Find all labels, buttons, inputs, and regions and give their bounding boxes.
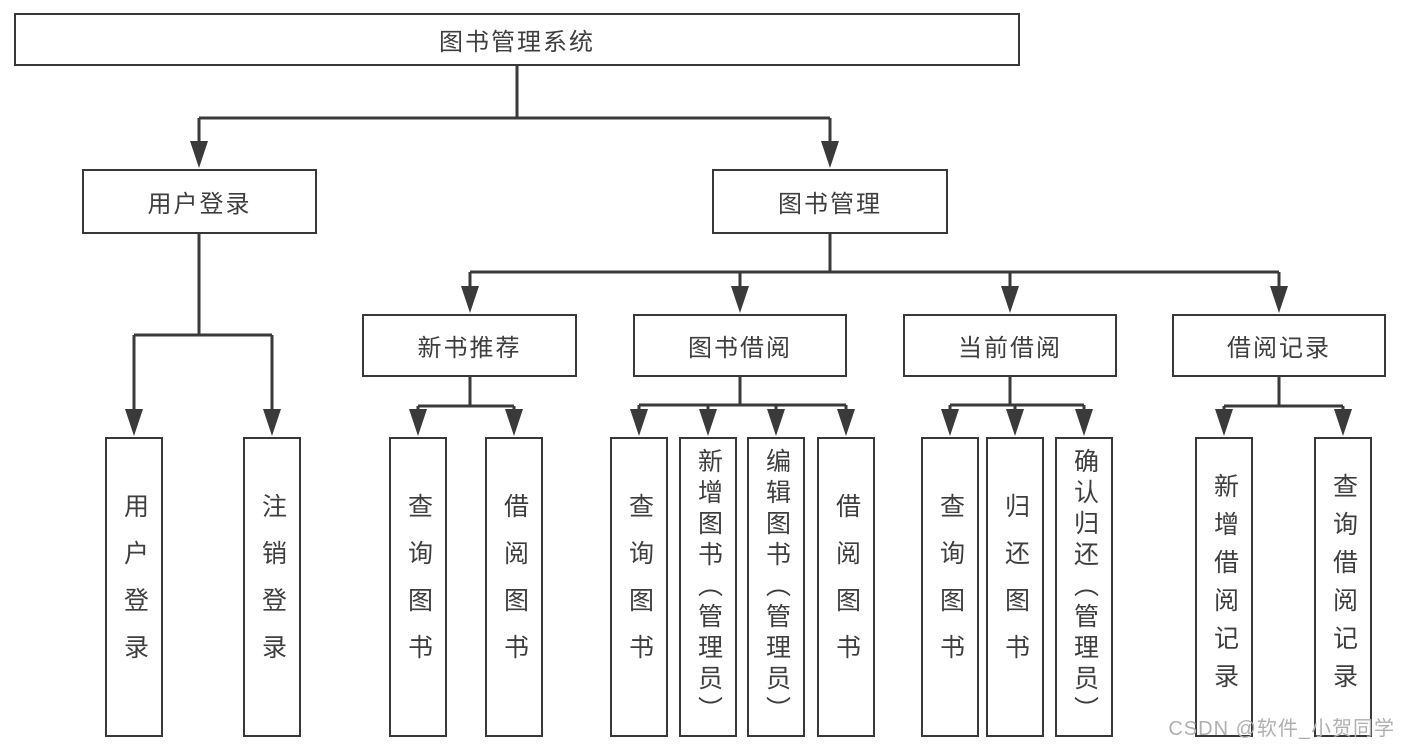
- leaf-return-book: 归还图书: [986, 437, 1044, 737]
- leaf-label: 注销登录: [258, 493, 287, 681]
- leaf-label: 借阅图书: [500, 493, 529, 681]
- leaf-label: 查询借阅记录: [1329, 473, 1358, 701]
- node-label: 图书管理系统: [439, 29, 595, 56]
- leaf-label: 查询图书: [625, 493, 654, 681]
- leaf-label: 新增图书（管理员）: [694, 447, 723, 727]
- leaf-query-book-newrec: 查询图书: [389, 437, 447, 737]
- leaf-add-borrow-record: 新增借阅记录: [1195, 437, 1253, 737]
- leaf-user-login: 用户登录: [105, 437, 163, 737]
- node-label: 借阅记录: [1227, 335, 1331, 362]
- leaf-logout-login: 注销登录: [243, 437, 301, 737]
- leaf-borrow-book-newrec: 借阅图书: [485, 437, 543, 737]
- leaf-label: 新增借阅记录: [1210, 473, 1239, 701]
- node-current-borrow: 当前借阅: [903, 314, 1117, 377]
- leaf-label: 编辑图书（管理员）: [762, 447, 791, 727]
- leaf-add-book-admin: 新增图书（管理员）: [679, 437, 737, 737]
- leaf-label: 查询图书: [936, 493, 965, 681]
- node-book-borrow: 图书借阅: [633, 314, 847, 377]
- node-label: 图书借阅: [688, 335, 792, 362]
- node-label: 新书推荐: [417, 335, 522, 362]
- leaf-query-borrow-record: 查询借阅记录: [1314, 437, 1372, 737]
- node-book-management: 图书管理: [712, 169, 948, 234]
- node-borrow-record: 借阅记录: [1172, 314, 1386, 377]
- leaf-label: 用户登录: [120, 493, 149, 681]
- node-library-management-system: 图书管理系统: [14, 13, 1020, 66]
- leaf-label: 借阅图书: [832, 493, 861, 681]
- leaf-label: 查询图书: [404, 493, 433, 681]
- leaf-confirm-return-admin: 确认归还（管理员）: [1055, 437, 1113, 737]
- leaf-query-book-borrow: 查询图书: [610, 437, 668, 737]
- leaf-label: 归还图书: [1001, 493, 1030, 681]
- arrowheads: [125, 141, 1352, 436]
- leaf-edit-book-admin: 编辑图书（管理员）: [747, 437, 805, 737]
- leaf-borrow-book-borrow: 借阅图书: [817, 437, 875, 737]
- node-user-login: 用户登录: [82, 169, 317, 234]
- leaf-label: 确认归还（管理员）: [1070, 447, 1099, 727]
- leaf-query-book-current: 查询图书: [921, 437, 979, 737]
- node-label: 图书管理: [778, 191, 882, 218]
- node-label: 当前借阅: [958, 335, 1062, 362]
- node-label: 用户登录: [147, 191, 252, 218]
- csdn-watermark: CSDN @软件_小贺同学: [1168, 718, 1395, 740]
- node-new-book-recommend: 新书推荐: [362, 314, 577, 377]
